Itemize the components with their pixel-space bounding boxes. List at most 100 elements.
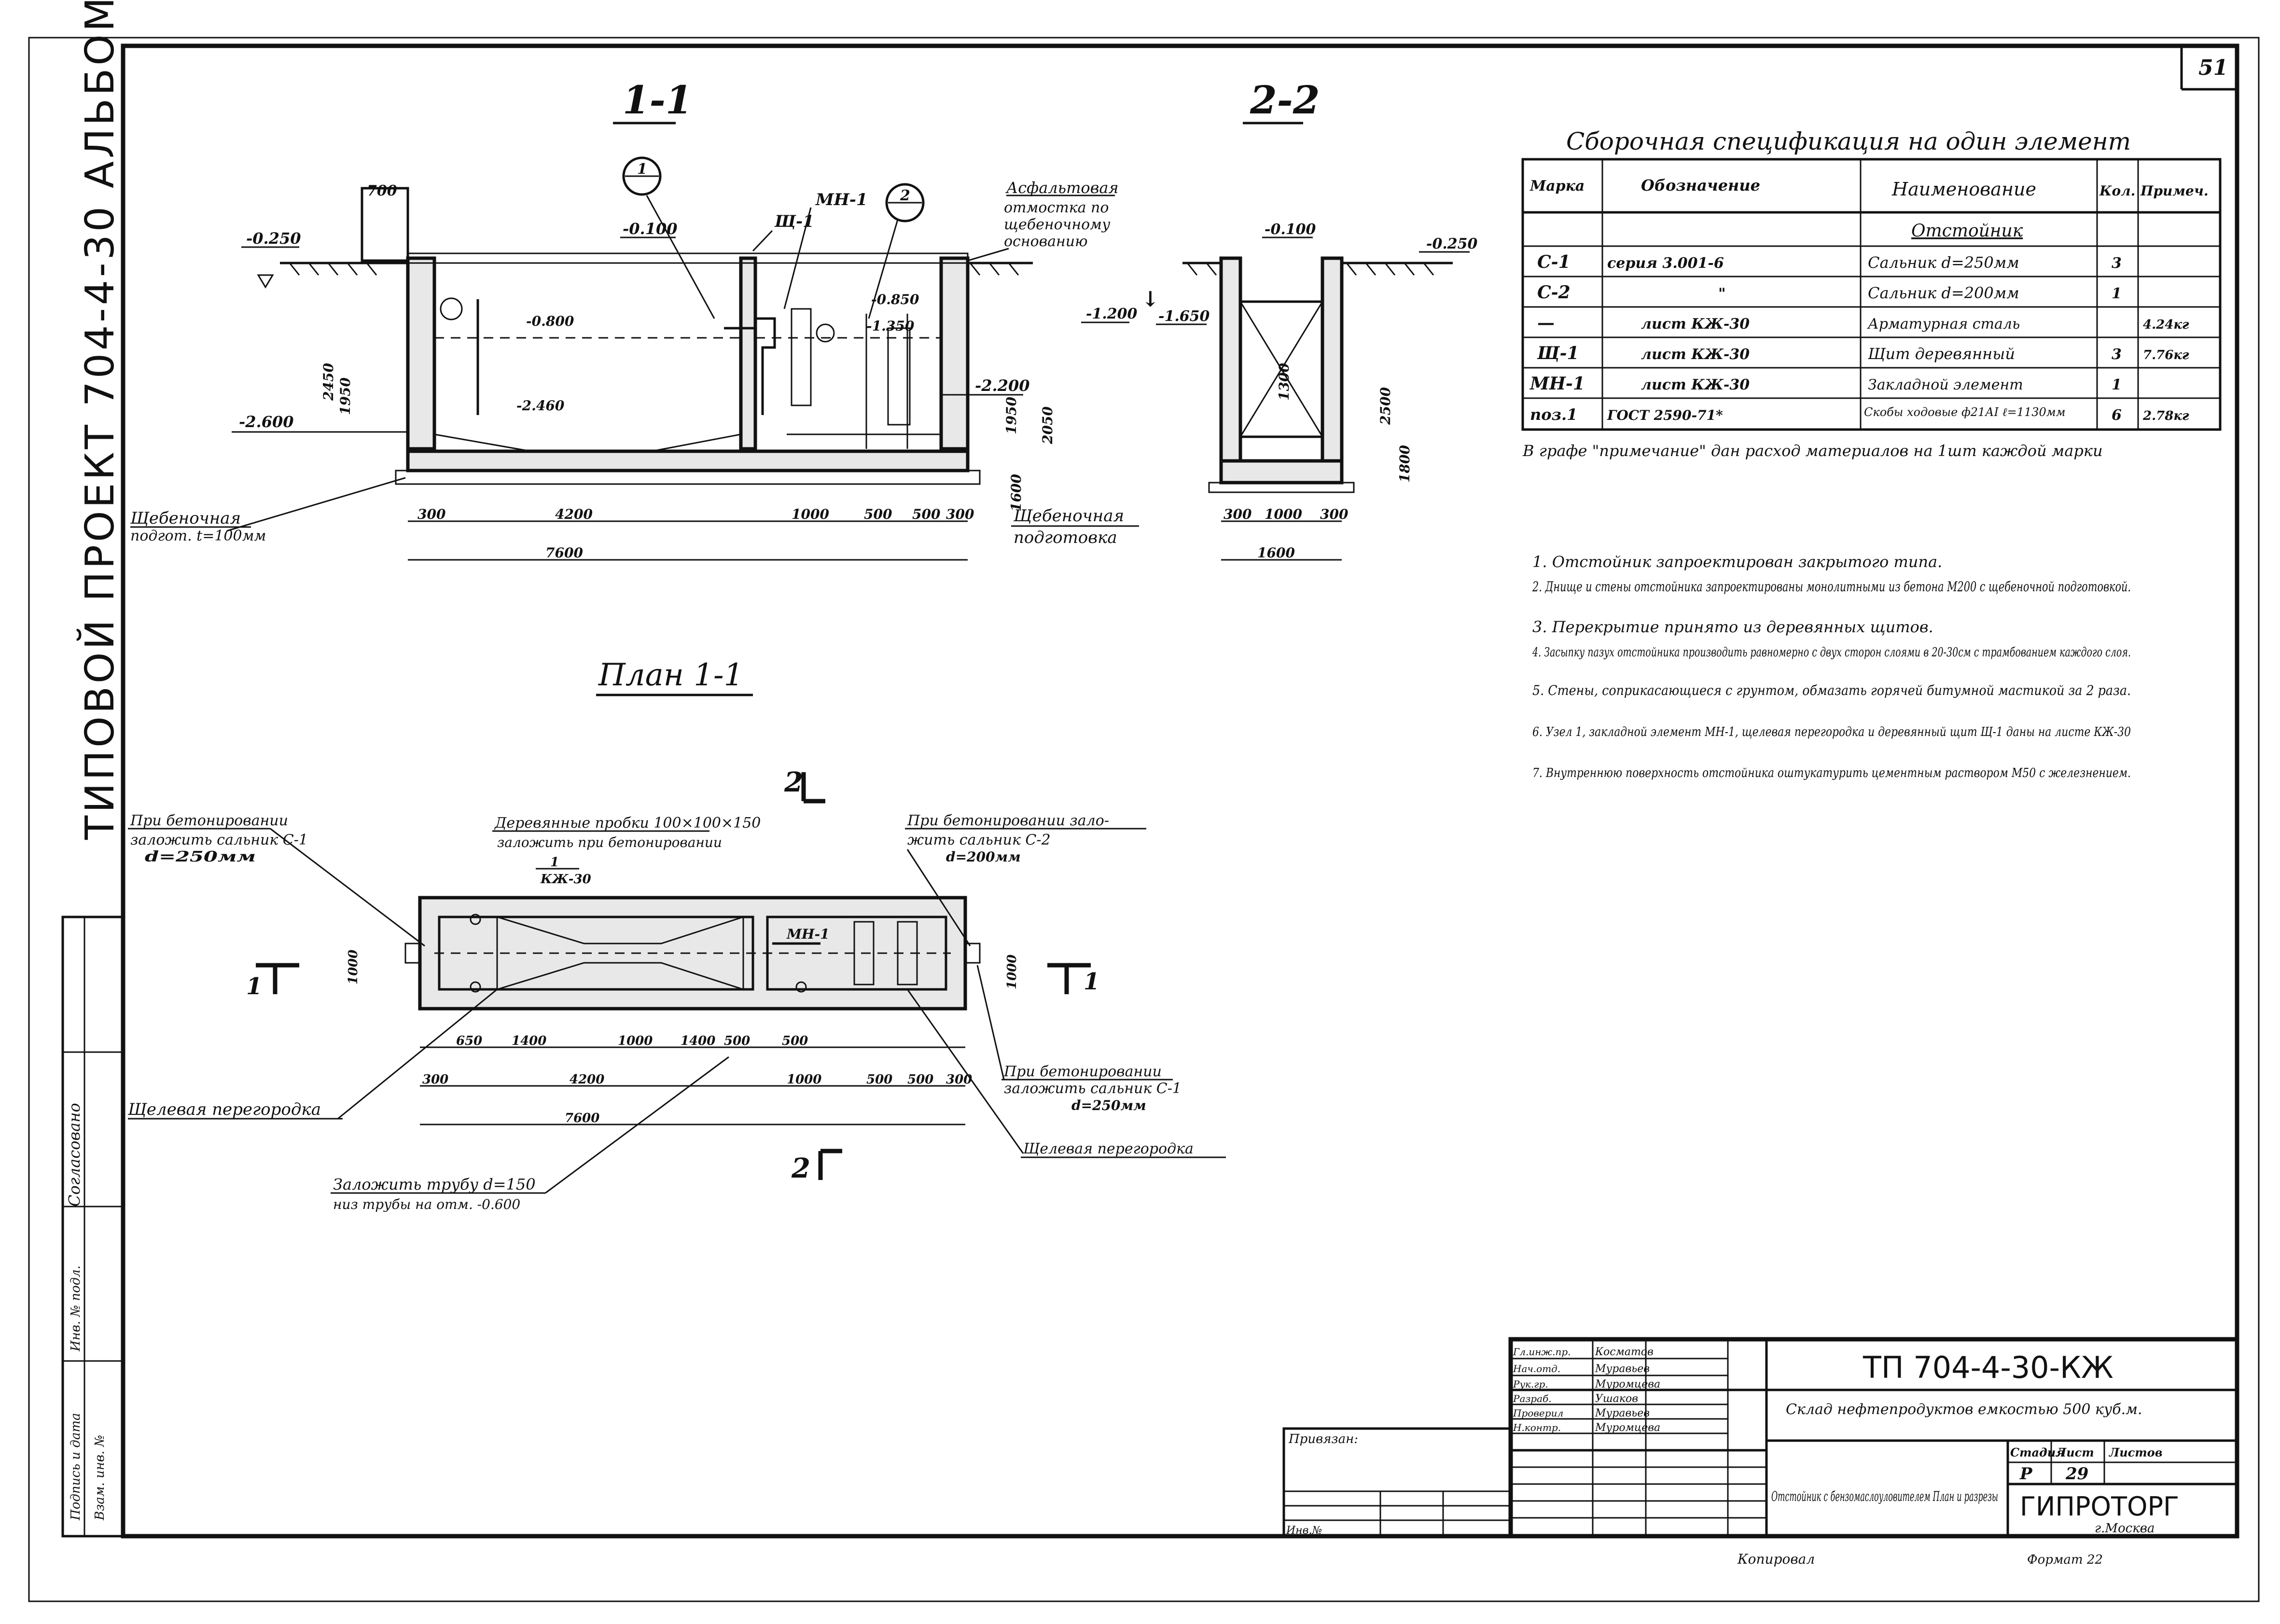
plan-dim-300-right: 300 (946, 1072, 972, 1087)
svg-text:1950: 1950 (1003, 397, 1019, 434)
dim-7600: 7600 (545, 545, 583, 561)
title-project: Склад нефтепродуктов емкостью 500 куб.м. (1786, 1401, 2142, 1418)
svg-text:При бетонировании: При бетонировании (130, 812, 288, 829)
svg-text:Муравьев: Муравьев (1595, 1363, 1650, 1375)
svg-text:2050: 2050 (1040, 406, 1056, 444)
svg-text:1800: 1800 (1397, 445, 1413, 483)
title-stage: Р (2019, 1464, 2033, 1484)
note-3: 3. Перекрытие принято из деревянных щито… (1532, 618, 1933, 636)
plan-note-slot-right: Щелевая перегородка (1023, 1140, 1194, 1157)
svg-text:2450: 2450 (320, 363, 336, 401)
title-copied: Копировал (1737, 1551, 1815, 1567)
page-number: 51 (2198, 56, 2228, 80)
spec-header-name: Наименование (1891, 179, 2036, 200)
title-code: ТП 704-4-30-КЖ (1863, 1350, 2113, 1385)
svg-text:С-2: С-2 (1537, 282, 1571, 303)
spec-row-5: МН-1 лист КЖ-30 Закладной элемент 1 (1529, 374, 2122, 394)
elev-2-minus-1-200: -1.200 (1086, 305, 1138, 322)
section-1-1: 1-1 700 1 2 (130, 77, 1139, 561)
title-city: г.Москва (2095, 1521, 2155, 1536)
svg-text:Щебеночная: Щебеночная (130, 509, 241, 528)
dim-2-1000: 1000 (1265, 506, 1302, 522)
svg-text:основанию: основанию (1004, 233, 1088, 250)
elev-minus-2-200: -2.200 (975, 376, 1029, 395)
svg-text:ГОСТ 2590-71*: ГОСТ 2590-71* (1607, 407, 1723, 423)
svg-text:": " (1718, 285, 1726, 302)
svg-text:Асфальтовая: Асфальтовая (1005, 179, 1119, 197)
general-notes: 1. Отстойник запроектирован закрытого ти… (1532, 553, 2131, 780)
spec-row-6: поз.1 ГОСТ 2590-71* Скобы ходовые ф21АI … (1530, 405, 2189, 424)
svg-text:4.24кг: 4.24кг (2143, 318, 2189, 332)
inner-frame (121, 43, 2239, 1539)
svg-text:заложить сальник С-1: заложить сальник С-1 (130, 832, 308, 848)
spec-row-4: Щ-1 лист КЖ-30 Щит деревянный 3 7.76кг (1537, 343, 2189, 363)
dim-4200: 4200 (555, 506, 593, 522)
svg-text:1600: 1600 (1008, 474, 1024, 512)
spec-row-3: — лист КЖ-30 Арматурная сталь 4.24кг (1537, 313, 2189, 333)
svg-text:1: 1 (2112, 376, 2122, 393)
svg-text:подготовка: подготовка (1014, 528, 1117, 547)
spec-title: Сборочная спецификация на один элемент (1566, 127, 2131, 155)
section-2-2: 2-2 -0.100 -0.250 -1.200 -1.650 ↓ 1300 2… (1081, 77, 1478, 561)
plan-dim-300-left: 300 (422, 1072, 448, 1087)
dim-2-300-left: 300 (1223, 506, 1252, 522)
spec-table: Сборочная спецификация на один элемент М… (1521, 127, 2222, 460)
svg-text:d=200мм: d=200мм (946, 849, 1021, 865)
svg-text:1400: 1400 (681, 1034, 715, 1048)
title-sheet-no: 29 (2065, 1464, 2088, 1484)
svg-text:500: 500 (724, 1034, 750, 1048)
svg-text:6: 6 (2112, 407, 2122, 424)
svg-text:подгот. t=100мм: подгот. t=100мм (130, 527, 266, 544)
section-1-1-title: 1-1 (623, 77, 693, 123)
svg-text:3: 3 (2112, 346, 2122, 363)
side-stamp-replace: Взам. инв. № (93, 1435, 107, 1521)
svg-text:При бетонировании: При бетонировании (1003, 1063, 1162, 1080)
attachment-block: Привязан: Инв.№ (1282, 1427, 1512, 1538)
svg-text:Гл.инж.пр.: Гл.инж.пр. (1513, 1346, 1571, 1358)
svg-text:—: — (1537, 313, 1555, 333)
dim-1000: 1000 (792, 506, 829, 522)
svg-text:-0.800: -0.800 (526, 313, 574, 329)
svg-text:1400: 1400 (512, 1034, 546, 1048)
elev-2-minus-0-250: -0.250 (1426, 236, 1478, 252)
svg-text:КЖ-30: КЖ-30 (540, 872, 591, 887)
svg-text:Нач.отд.: Нач.отд. (1513, 1363, 1560, 1374)
svg-text:серия 3.001-6: серия 3.001-6 (1607, 255, 1724, 272)
title-stage-label: Стадия (2010, 1445, 2065, 1459)
title-org: ГИПРОТОРГ (2020, 1491, 2179, 1522)
plan-dim-7600: 7600 (565, 1111, 599, 1125)
elev-2-minus-1-650: -1.650 (1158, 308, 1210, 325)
svg-text:лист КЖ-30: лист КЖ-30 (1641, 316, 1750, 333)
svg-text:500: 500 (782, 1034, 808, 1048)
svg-text:1000: 1000 (1005, 955, 1019, 989)
svg-text:Арматурная сталь: Арматурная сталь (1867, 316, 2020, 333)
side-album-title: ТИПОВОЙ ПРОЕКТ 704-4-30 АЛЬБОМ I (76, 0, 123, 840)
svg-text:d=250мм: d=250мм (145, 848, 256, 865)
dim-500-b: 500 (912, 506, 941, 522)
svg-text:Скобы ходовые ф21АI ℓ=1130мм: Скобы ходовые ф21АI ℓ=1130мм (1864, 405, 2066, 419)
cut-2-top: 2 (784, 766, 803, 798)
svg-text:МН-1: МН-1 (1529, 374, 1585, 394)
svg-text:650: 650 (456, 1034, 482, 1048)
plan-dim-500-b: 500 (907, 1072, 933, 1087)
cut-2-bottom: 2 (791, 1152, 810, 1184)
note-1: 1. Отстойник запроектирован закрытого ти… (1532, 553, 1942, 571)
svg-text:щебеночному: щебеночному (1004, 216, 1111, 233)
svg-text:Муромцева: Муромцева (1595, 1378, 1660, 1390)
svg-text:Проверил: Проверил (1513, 1407, 1563, 1419)
svg-text:Деревянные пробки 100×100×150: Деревянные пробки 100×100×150 (494, 815, 761, 832)
svg-text:лист КЖ-30: лист КЖ-30 (1641, 376, 1750, 393)
svg-text:-2.460: -2.460 (516, 398, 565, 414)
spec-header-note: Примеч. (2140, 183, 2209, 199)
cut-1-left: 1 (246, 973, 262, 1000)
svg-text:Сальник d=250мм: Сальник d=250мм (1868, 253, 2019, 272)
svg-text:d=250мм: d=250мм (1071, 1097, 1146, 1113)
svg-text:Щ-1: Щ-1 (1537, 343, 1579, 363)
plan-mark-mn-1: МН-1 (786, 926, 830, 942)
elev-minus-0-250: -0.250 (246, 229, 301, 248)
svg-text:1000: 1000 (618, 1034, 653, 1048)
svg-text:заложить сальник С-1: заложить сальник С-1 (1004, 1080, 1182, 1097)
svg-text:↓: ↓ (1141, 287, 1159, 312)
svg-text:отмостка по: отмостка по (1004, 199, 1109, 216)
